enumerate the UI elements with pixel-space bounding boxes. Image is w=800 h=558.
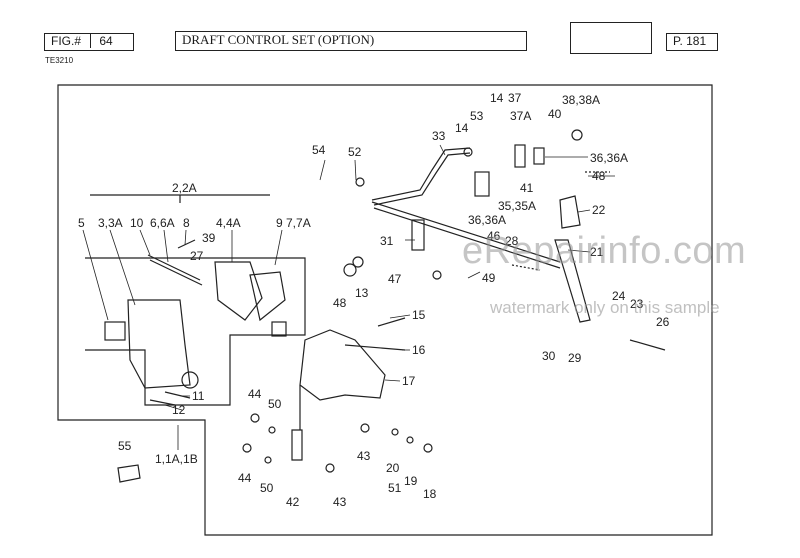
figure-number: 64 (90, 34, 113, 48)
part-label-43a: 43 (357, 449, 371, 463)
plate-36 (533, 147, 545, 165)
bracket-7 (249, 271, 286, 322)
part-label-19: 19 (404, 474, 418, 488)
part-label-49: 49 (482, 271, 496, 285)
part-label-27: 27 (190, 249, 204, 263)
rod-26 (629, 339, 666, 351)
part-label-26: 26 (656, 315, 670, 329)
bracket-assembly (104, 239, 287, 406)
part-label-37a: 37A (510, 109, 531, 123)
part-label-37: 37 (508, 91, 522, 105)
subassembly-frame (85, 257, 306, 406)
bushing-9 (271, 321, 287, 337)
part-label-38: 38,38A (562, 93, 600, 107)
clip-15 (377, 317, 406, 327)
document-code: TE3210 (45, 56, 74, 65)
pin-8 (177, 239, 196, 249)
shaft-main (371, 201, 561, 263)
part-label-33: 33 (432, 129, 446, 143)
part-label-44b: 44 (238, 471, 252, 485)
bracket-42 (291, 429, 303, 461)
part-label-6: 6,6A (150, 216, 175, 230)
bolt-11 (164, 391, 191, 399)
part-label-50b: 50 (260, 481, 274, 495)
part-label-48a: 48 (592, 169, 606, 183)
diagram-title: DRAFT CONTROL SET (OPTION) (175, 31, 527, 51)
part-label-30: 30 (542, 349, 556, 363)
part-label-11: 11 (192, 389, 205, 403)
spring-28 (511, 264, 541, 271)
part-label-14a: 14 (490, 91, 504, 105)
part-label-15: 15 (412, 308, 426, 322)
part-label-14b: 14 (455, 121, 469, 135)
part-label-13: 13 (355, 286, 369, 300)
bolt-12 (149, 399, 176, 406)
plate-3 (127, 299, 191, 389)
part-label-35: 35,35A (498, 199, 536, 213)
part-label-17: 17 (402, 374, 416, 388)
part-label-24: 24 (612, 289, 626, 303)
part-label-21: 21 (590, 245, 604, 259)
watermark-site: eRepairinfo.com (462, 230, 747, 272)
block-5 (104, 321, 126, 341)
part-label-29: 29 (568, 351, 582, 365)
leader-lines (82, 144, 615, 450)
rod-33 (371, 147, 471, 201)
pin-16 (344, 344, 406, 351)
part-label-54: 54 (312, 143, 326, 157)
part-label-2: 2,2A (172, 181, 197, 195)
part-label-20: 20 (386, 461, 400, 475)
part-label-39: 39 (202, 231, 216, 245)
part-label-46: 46 (487, 229, 501, 243)
part-label-48b: 48 (333, 296, 347, 310)
part-label-40: 40 (548, 107, 562, 121)
part-label-36a: 36,36A (590, 151, 628, 165)
shaft-assembly (343, 129, 666, 351)
figure-label: FIG.# (51, 34, 82, 48)
page-number: P. 181 (666, 33, 718, 51)
part-label-36b: 36,36A (468, 213, 506, 227)
part-label-31: 31 (380, 234, 394, 248)
part-label-1: 1,1A,1B (155, 452, 198, 466)
part-label-43b: 43 (333, 495, 347, 509)
part-label-18: 18 (423, 487, 437, 501)
part-label-10: 10 (130, 216, 144, 230)
part-label-41: 41 (520, 181, 534, 195)
knob-22 (559, 195, 581, 229)
part-label-22: 22 (592, 203, 606, 217)
part-label-3: 3,3A (98, 216, 123, 230)
part-label-51: 51 (388, 481, 402, 495)
part-label-16: 16 (412, 343, 426, 357)
part-label-42: 42 (286, 495, 300, 509)
lever-arm-21 (554, 239, 591, 323)
lever-31 (411, 219, 425, 251)
part-label-50a: 50 (268, 397, 282, 411)
watermark-note: watermark only on this sample (490, 298, 720, 317)
diagram-frame (57, 84, 713, 536)
plate-assembly (117, 317, 433, 483)
part-label-52: 52 (348, 145, 362, 159)
part-label-12: 12 (172, 403, 186, 417)
part-label-47: 47 (388, 272, 402, 286)
blank-box (570, 22, 652, 54)
plate-17 (299, 329, 386, 401)
part-label-44a: 44 (248, 387, 262, 401)
plate-37a (514, 144, 526, 168)
part-label-28: 28 (505, 234, 519, 248)
part-label-23: 23 (630, 297, 644, 311)
part-label-7: 9 7,7A (276, 216, 311, 230)
part-label-5: 5 (78, 216, 85, 230)
bracket-4 (214, 261, 263, 321)
bracket-55 (117, 464, 141, 483)
part-labels: 1,1A,1B 2,2A 3,3A 4,4A 5 6,6A 9 7,7A 8 1… (78, 91, 670, 509)
part-label-8: 8 (183, 216, 190, 230)
part-label-4: 4,4A (216, 216, 241, 230)
part-label-53: 53 (470, 109, 484, 123)
shaft-6 (147, 254, 201, 281)
bracket-35 (474, 171, 490, 197)
part-label-55: 55 (118, 439, 132, 453)
figure-number-box: FIG.# 64 (44, 33, 134, 51)
